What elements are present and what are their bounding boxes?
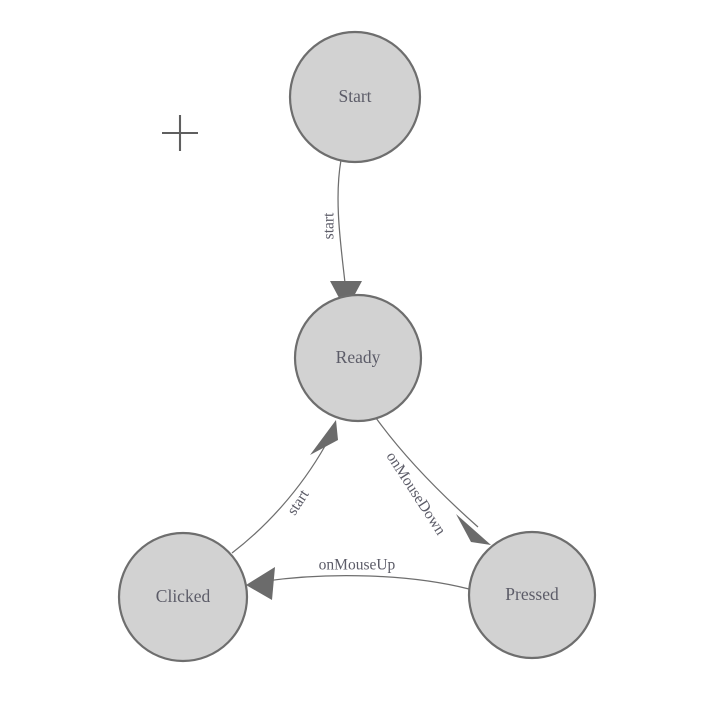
state-node-clicked[interactable]: Clicked — [117, 531, 249, 663]
arrowhead-icon-ready-to-pressed — [456, 514, 491, 545]
edge-line-ready-to-pressed — [375, 417, 479, 528]
edge-label-ready-to-pressed: onMouseDown — [383, 449, 449, 539]
state-node-label-clicked: Clicked — [156, 586, 211, 606]
edge-line-pressed-to-clicked — [265, 574, 470, 590]
edge-line-start-to-ready — [337, 159, 346, 284]
state-node-ready[interactable]: Ready — [293, 293, 423, 423]
edge-label-clicked-to-ready: start — [284, 486, 313, 518]
edge-label-pressed-to-clicked: onMouseUp — [319, 557, 396, 574]
state-node-shape-ready[interactable] — [293, 293, 423, 423]
state-node-label-ready: Ready — [336, 347, 381, 367]
edge-label-start-to-ready: start — [321, 212, 338, 239]
arrowhead-icon-pressed-to-clicked — [246, 567, 275, 600]
edge-pressed-to-clicked[interactable] — [246, 567, 470, 600]
edge-line-clicked-to-ready — [231, 445, 326, 554]
cursor-layer — [162, 115, 198, 151]
state-node-start[interactable]: Start — [288, 30, 422, 164]
state-node-label-pressed: Pressed — [505, 584, 559, 604]
arrowhead-icon-clicked-to-ready — [310, 420, 338, 455]
crosshair-cursor-icon — [162, 115, 198, 151]
edge-clicked-to-ready[interactable] — [231, 420, 338, 554]
state-node-pressed[interactable]: Pressed — [467, 530, 597, 660]
state-node-shape-clicked[interactable] — [117, 531, 249, 663]
state-node-label-start: Start — [338, 86, 371, 106]
edge-ready-to-pressed[interactable] — [375, 417, 491, 545]
state-node-shape-start[interactable] — [288, 30, 422, 164]
state-node-shape-pressed[interactable] — [467, 530, 597, 660]
